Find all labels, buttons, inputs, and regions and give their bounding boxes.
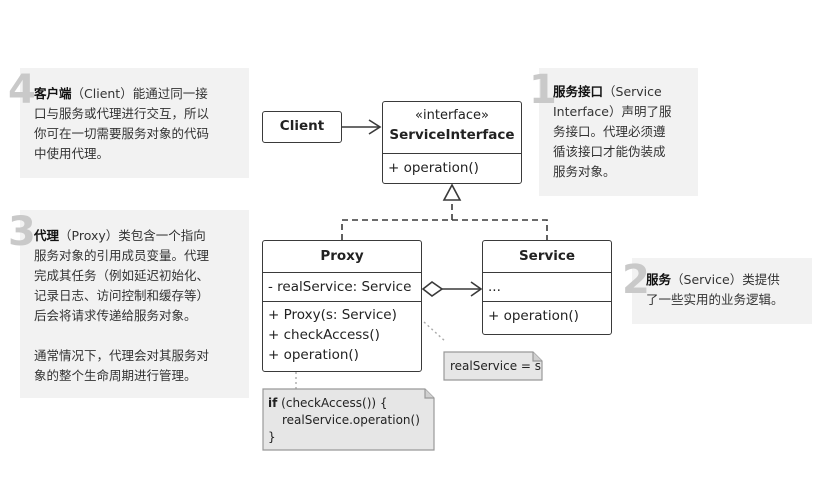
note-line: 象的整个生命周期进行管理。 [34,368,197,383]
note-service: 2 服务（Service）类提供 了一些实用的业务逻辑。 [622,258,812,324]
note-line: 完成其任务（例如延迟初始化、 [34,268,210,283]
note-line: 服务对象的引用成员变量。代理 [34,248,210,263]
code-keyword: if [268,396,278,410]
note-line: 中使用代理。 [34,146,110,161]
note-number: 1 [529,67,557,113]
note-title: 服务接口 [553,84,604,99]
client-class: Client [262,111,342,143]
note-line: 循该接口才能伪装成 [553,144,666,159]
note-shape-assign [443,351,543,381]
note-title: 客户端 [34,86,72,101]
note-line: 后会将请求传递给服务对象。 [34,308,197,323]
stereotype: «interface» [415,108,489,123]
method: + operation() [488,308,579,324]
note-title: 代理 [34,228,60,243]
note-number: 2 [622,257,650,303]
note-shape-operation [262,388,435,451]
leader-assign [423,321,447,343]
field: - realService: Service [268,279,412,295]
note-line: 你可在一切需要服务对象的代码 [34,126,210,141]
class-name: Client [279,118,325,134]
method: + checkAccess() [268,327,380,343]
aggregation-arrowhead [470,281,483,297]
code-line: (checkAccess()) { [277,396,388,410]
note-line: （Proxy）类包含一个指向 [59,228,206,243]
class-name: ServiceInterface [389,127,515,143]
note-line: 了一些实用的业务逻辑。 [646,292,784,307]
note-number: 3 [8,209,36,255]
service-class: Service ... + operation() [482,240,612,335]
service-interface-class: «interface» ServiceInterface + operation… [382,101,522,184]
code-note-operation: if (checkAccess()) { realService.operati… [268,395,420,446]
realization-line [341,219,548,240]
method: + Proxy(s: Service) [268,307,397,323]
note-line: （Service）类提供 [671,272,780,287]
note-line: 务接口。代理必须遵 [553,124,666,139]
note-proxy: 3 代理（Proxy）类包含一个指向 服务对象的引用成员变量。代理 完成其任务（… [8,210,249,398]
aggregation-diamond [421,281,444,297]
code-line: } [268,430,276,444]
note-line: 口与服务或代理进行交互，所以 [34,106,210,121]
note-line: 通常情况下，代理会对其服务对 [34,348,210,363]
code-line: realService.operation() [282,413,420,427]
class-name: Proxy [320,248,364,264]
code-note-assign: realService = s [450,359,542,373]
note-service-interface: 1 服务接口（Service Interface）声明了服 务接口。代理必须遵 … [529,68,698,196]
note-line: Interface）声明了服 [553,104,672,119]
field: ... [488,279,501,295]
note-line: （Client）能通过同一接 [71,86,208,101]
arrowhead-open [368,119,382,135]
method: + operation() [268,347,359,363]
realization-triangle [442,183,462,201]
class-name: Service [518,248,576,264]
note-line: 服务对象。 [553,164,616,179]
method: + operation() [388,160,479,176]
note-number: 4 [8,67,36,113]
note-line: （Service [603,84,662,99]
note-line: 记录日志、访问控制和缓存等） [34,288,210,303]
note-client: 4 客户端（Client）能通过同一接 口与服务或代理进行交互，所以 你可在一切… [8,68,249,178]
note-title: 服务 [646,272,672,287]
proxy-class: Proxy - realService: Service + Proxy(s: … [262,240,422,372]
